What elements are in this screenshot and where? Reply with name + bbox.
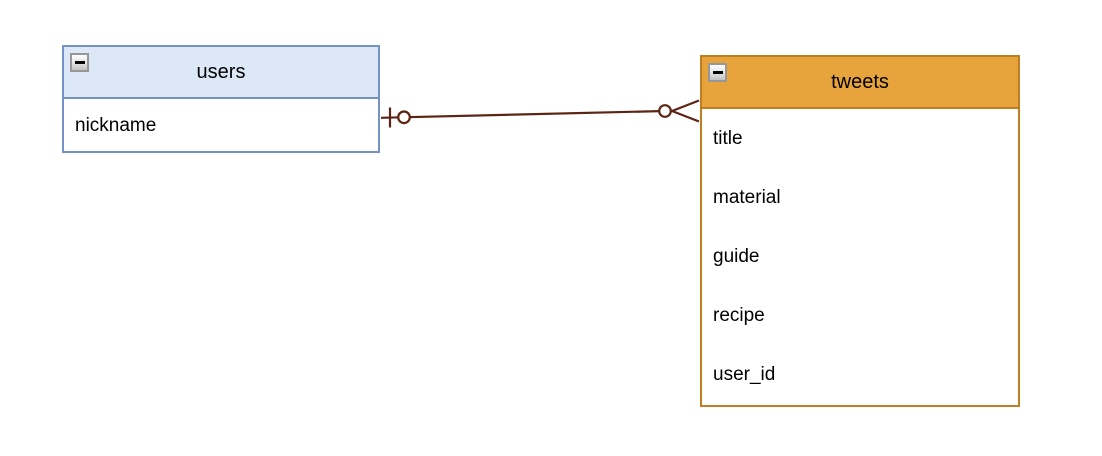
table-field[interactable]: nickname	[75, 115, 157, 136]
collapse-button[interactable]	[708, 63, 727, 82]
relationship-line[interactable]	[380, 109, 666, 119]
table-users-body: nickname	[64, 99, 378, 153]
table-title: users	[196, 60, 246, 83]
table-tweets-header[interactable]: tweets	[702, 57, 1018, 109]
crows-foot-icon	[670, 99, 700, 123]
one-circle-icon	[397, 110, 411, 125]
collapse-button[interactable]	[70, 53, 89, 72]
table-tweets[interactable]: tweets title material guide recipe user_…	[700, 55, 1020, 407]
table-field[interactable]: guide	[713, 246, 760, 267]
minus-icon	[712, 71, 723, 74]
table-field[interactable]: user_id	[713, 364, 776, 386]
table-field[interactable]: recipe	[713, 305, 765, 327]
minus-icon	[74, 61, 85, 64]
table-field[interactable]: material	[713, 186, 781, 208]
table-field[interactable]: title	[713, 127, 743, 149]
table-users-header[interactable]: users	[64, 47, 378, 99]
table-tweets-body: title material guide recipe user_id	[702, 109, 1018, 405]
table-title: tweets	[831, 70, 889, 93]
many-circle-icon	[658, 104, 672, 118]
table-users[interactable]: users nickname	[62, 45, 380, 153]
